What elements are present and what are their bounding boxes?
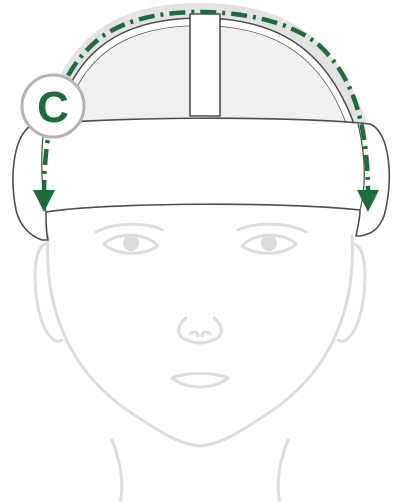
head-illustration	[35, 224, 365, 502]
right-iris	[261, 235, 277, 251]
forehead-band	[13, 118, 389, 240]
neck-left	[112, 440, 122, 502]
step-badge: C	[22, 75, 84, 137]
left-iris	[123, 235, 139, 251]
right-eyebrow	[238, 224, 306, 232]
neck-right	[278, 440, 288, 502]
step-badge-label: C	[37, 83, 69, 132]
left-eyebrow	[96, 224, 162, 232]
nostrils	[190, 332, 210, 336]
mouth	[172, 374, 228, 388]
nose	[179, 318, 222, 343]
center-strap	[190, 14, 220, 116]
head-outline	[48, 236, 353, 446]
